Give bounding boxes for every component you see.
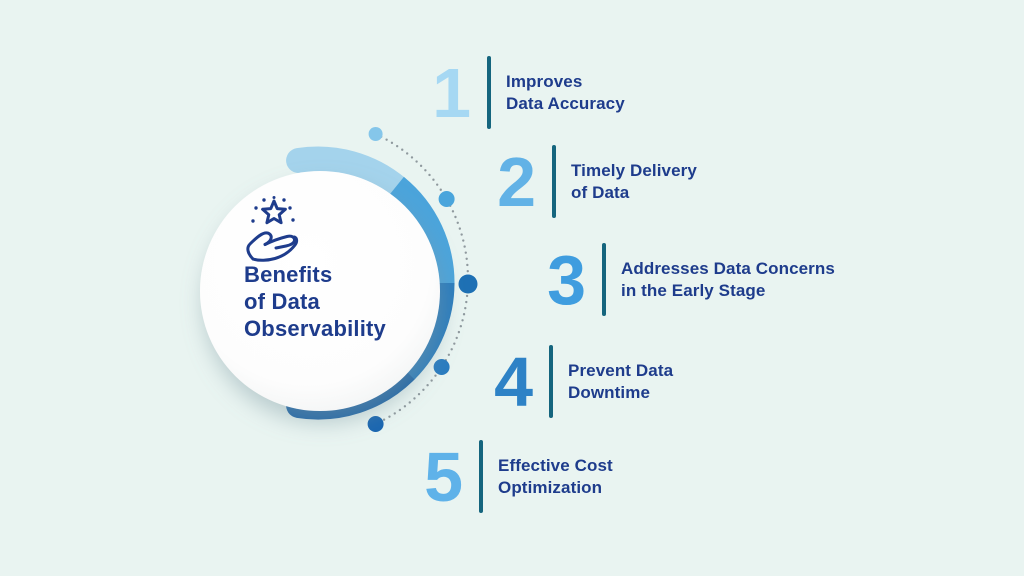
progress-dot-2 <box>438 191 455 207</box>
benefit-label-line: Prevent Data <box>568 361 674 380</box>
benefit-label-line: Addresses Data Concerns <box>621 259 835 278</box>
benefit-number: 3 <box>547 240 586 319</box>
center-title-line: Benefits <box>244 262 333 287</box>
benefit-item-5: 5 Effective Cost Optimization <box>413 440 613 513</box>
benefit-label-line: Effective Cost <box>498 456 613 475</box>
benefit-label-line: of Data <box>571 182 630 202</box>
benefit-label: Addresses Data Concerns in the Early Sta… <box>621 258 835 301</box>
benefit-number: 2 <box>497 142 536 221</box>
hand-holding-star-icon <box>246 196 299 262</box>
dotted-arc <box>374 132 470 426</box>
progress-dot-1 <box>368 127 383 141</box>
benefit-item-2: 2 Timely Delivery of Data <box>486 145 697 218</box>
benefit-item-4: 4 Prevent Data Downtime <box>483 345 673 418</box>
progress-dot-5 <box>367 416 384 432</box>
ring-segment-1 <box>286 146 411 201</box>
benefit-label-line: Optimization <box>498 477 603 497</box>
benefit-number: 4 <box>494 342 533 421</box>
ring-segment-2 <box>387 176 455 286</box>
benefit-label: Improves Data Accuracy <box>506 71 625 114</box>
divider-line <box>487 56 491 129</box>
center-circle <box>200 171 440 411</box>
divider-line <box>602 243 606 316</box>
benefit-number: 5 <box>424 437 463 516</box>
divider-line <box>549 345 553 418</box>
benefit-label-line: Data Accuracy <box>506 93 625 113</box>
progress-dot-3 <box>458 274 478 294</box>
divider-line <box>479 440 483 513</box>
benefit-number: 1 <box>432 53 471 132</box>
benefit-label: Timely Delivery of Data <box>571 160 697 203</box>
center-title-line: Observability <box>244 316 386 341</box>
benefit-item-1: 1 Improves Data Accuracy <box>421 56 625 129</box>
center-title: Benefits of Data Observability <box>244 261 386 342</box>
benefit-label-line: in the Early Stage <box>621 280 766 300</box>
benefit-label-line: Timely Delivery <box>571 161 697 180</box>
benefit-item-3: 3 Addresses Data Concerns in the Early S… <box>536 243 835 316</box>
divider-line <box>552 145 556 218</box>
benefit-label: Effective Cost Optimization <box>498 455 613 498</box>
benefit-label-line: Improves <box>506 72 583 91</box>
center-title-line: of Data <box>244 289 320 314</box>
sparkle-dots <box>251 196 295 223</box>
benefit-label-line: Downtime <box>568 382 651 402</box>
progress-dot-4 <box>433 359 450 375</box>
benefit-label: Prevent Data Downtime <box>568 360 673 403</box>
